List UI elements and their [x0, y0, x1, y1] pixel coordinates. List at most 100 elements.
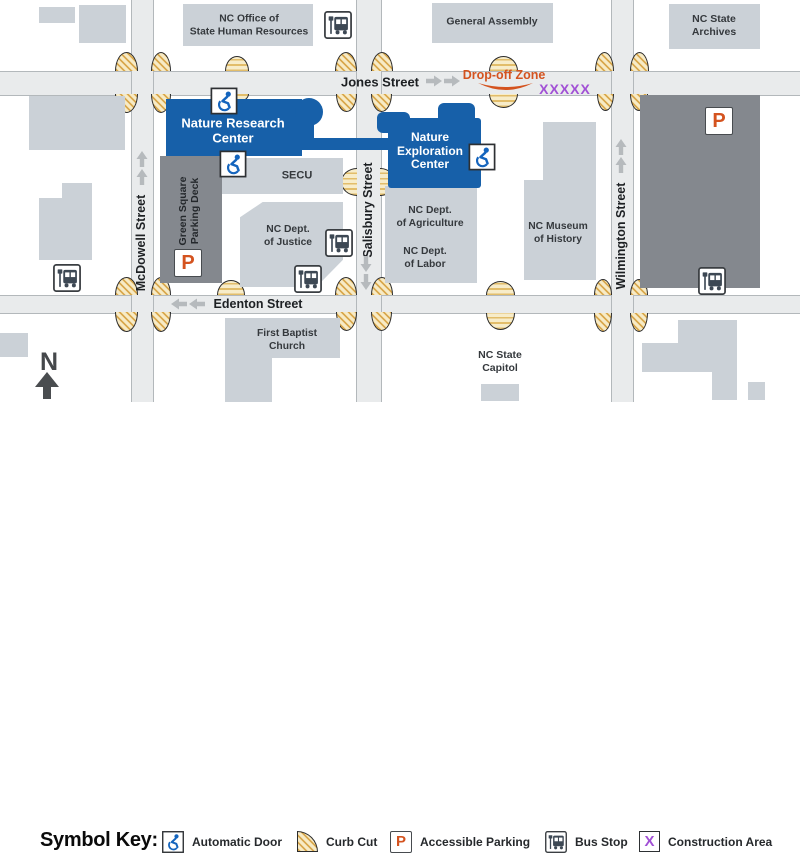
- one-way-arrow-right: [426, 75, 442, 87]
- building-west-block-b-tab: [62, 183, 92, 201]
- curb-cut: [335, 277, 357, 295]
- north-arrow-stem: [43, 387, 51, 399]
- curb-cut: [335, 52, 357, 71]
- key-item-curb-cut: Curb Cut: [297, 831, 377, 852]
- curb-cut: [225, 56, 249, 71]
- automatic-door-icon: [468, 143, 496, 171]
- accessible-parking-icon: P: [705, 107, 733, 135]
- bus-stop-icon: [294, 265, 322, 293]
- one-way-arrow-down: [360, 274, 372, 290]
- building-nc-museum-history: [524, 180, 596, 280]
- one-way-arrow-up: [136, 151, 148, 167]
- construction-area-icon: X: [639, 831, 660, 852]
- label-jones-street: Jones Street: [340, 74, 420, 90]
- one-way-arrow-left: [171, 298, 187, 310]
- one-way-arrow-up: [615, 157, 627, 173]
- museum-connector-bridge: [300, 138, 389, 150]
- curb-cut: [489, 94, 518, 108]
- building-first-baptist-church: [225, 318, 340, 358]
- building-se-cluster-b: [642, 343, 712, 372]
- construction-area-marks: XXXXX: [539, 81, 591, 97]
- key-item-bus-stop: Bus Stop: [545, 831, 628, 853]
- building-se-cluster-c: [712, 343, 737, 400]
- curb-cut: [594, 313, 612, 332]
- building-general-assembly: [432, 3, 553, 43]
- label-nc-dept-agriculture: NC Dept.of Agriculture: [396, 205, 464, 229]
- key-item-automatic-door: Automatic Door: [162, 831, 282, 853]
- key-label-curb-cut: Curb Cut: [326, 834, 378, 849]
- accessible-parking-icon: P: [390, 831, 412, 853]
- bus-stop-icon: [325, 229, 353, 257]
- accessible-parking-icon: P: [174, 249, 202, 277]
- building-nc-dept-agriculture-labor: [385, 186, 477, 283]
- curb-cut: [486, 281, 515, 295]
- label-general-assembly: General Assembly: [446, 15, 538, 28]
- building-small-sw: [0, 333, 28, 357]
- one-way-arrow-up: [136, 169, 148, 185]
- key-label-construction-area: Construction Area: [668, 834, 773, 849]
- drop-off-zone-marker: [477, 81, 534, 95]
- intersection-patch: [357, 296, 379, 311]
- drop-off-zone-label: Drop-off Zone: [462, 68, 546, 82]
- label-salisbury-street: Salisbury Street: [360, 162, 375, 258]
- building-small-nw-1: [39, 7, 75, 23]
- building-nc-state-capitol-block: [481, 384, 519, 401]
- one-way-arrow-right: [444, 75, 460, 87]
- north-arrow: [35, 372, 59, 399]
- automatic-door-icon: [219, 150, 247, 178]
- parking-lot-wilmington: [640, 95, 760, 288]
- label-nc-dept-justice: NC Dept.of Justice: [263, 224, 313, 248]
- key-label-bus-stop: Bus Stop: [575, 835, 628, 849]
- curb-cut: [151, 312, 171, 332]
- intersection-patch: [132, 296, 151, 311]
- intersection-patch: [612, 72, 631, 93]
- automatic-door-icon: [162, 831, 184, 853]
- one-way-arrow-left: [189, 298, 205, 310]
- key-item-accessible-parking: P Accessible Parking: [390, 831, 530, 853]
- street-edenton: [0, 295, 800, 314]
- key-item-construction-area: X Construction Area: [639, 831, 772, 852]
- building-nc-museum-history-top: [543, 122, 596, 182]
- intersection-patch: [357, 72, 379, 93]
- building-west-block-b: [39, 198, 92, 260]
- curb-cut-icon: [297, 831, 318, 852]
- symbol-key: Symbol Key: Automatic Door Curb Cut P Acces…: [0, 405, 800, 853]
- accessible-parking-icon: P: [390, 831, 412, 853]
- one-way-arrow-up: [615, 139, 627, 155]
- north-arrow-head: [35, 372, 59, 387]
- building-small-nw-2: [79, 5, 126, 43]
- bus-stop-icon: [324, 11, 352, 39]
- curb-cut: [594, 279, 612, 295]
- automatic-door-icon: [210, 87, 238, 115]
- building-se-cluster-a: [678, 320, 737, 343]
- label-mcdowell-street: McDowell Street: [133, 194, 148, 292]
- building-nc-state-archives: [669, 4, 760, 49]
- key-label-accessible-parking: Accessible Parking: [420, 835, 531, 849]
- bus-stop-icon: [53, 264, 81, 292]
- intersection-patch: [132, 72, 151, 93]
- bus-stop-icon: [545, 831, 567, 853]
- symbol-key-title: Symbol Key:: [40, 829, 158, 851]
- label-edenton-street: Edenton Street: [213, 296, 303, 311]
- north-letter: N: [40, 348, 59, 376]
- curb-cut: [151, 52, 171, 71]
- nature-exploration-center-main: [388, 118, 481, 188]
- label-nc-dept-labor: NC Dept.of Labor: [403, 246, 447, 270]
- curb-cut: [486, 313, 515, 330]
- nature-research-center-tab: [298, 116, 314, 142]
- bus-stop-icon: [698, 267, 726, 295]
- building-first-baptist-church-leg: [225, 358, 272, 402]
- curb-cut-icon: [297, 831, 318, 852]
- curb-cut: [630, 52, 649, 71]
- building-nc-office-state-human-resources: [183, 4, 313, 46]
- label-wilmington-street: Wilmington Street: [613, 182, 628, 290]
- intersection-patch: [612, 296, 631, 311]
